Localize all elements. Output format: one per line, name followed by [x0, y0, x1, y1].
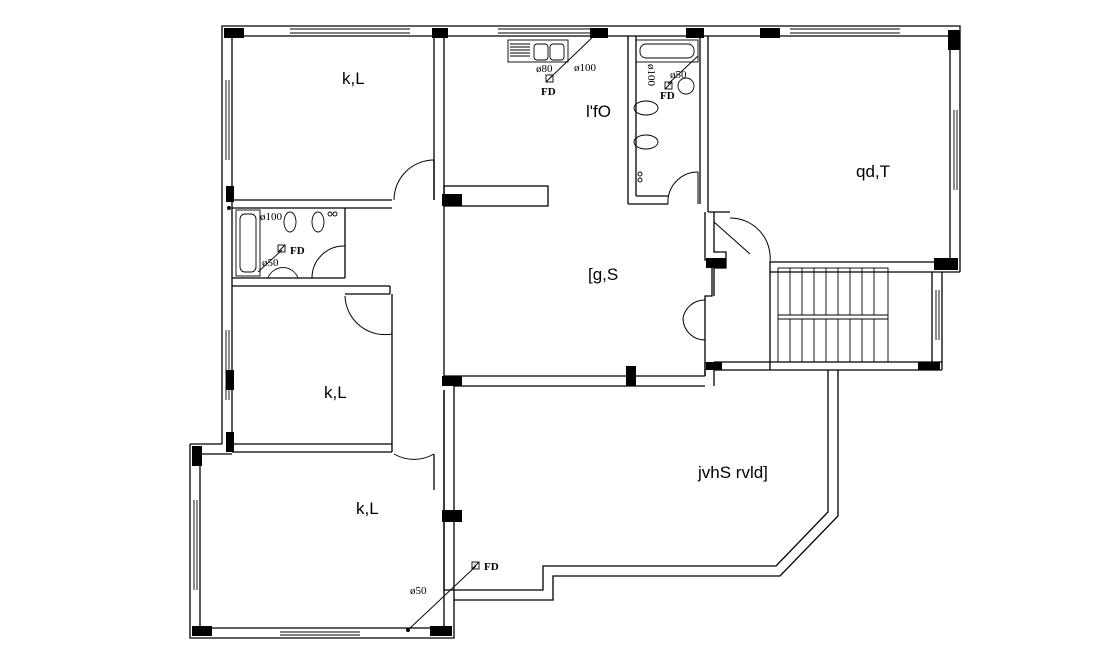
- room-label-bedroom-bottom-left: k,L: [356, 499, 379, 518]
- room-label-bedroom-right: qd,T: [856, 162, 890, 181]
- windows: [193, 28, 958, 636]
- pipe-label-bath-left-small: ø50: [262, 257, 279, 269]
- toilet-right: [633, 77, 695, 183]
- drain-lines: [227, 30, 958, 632]
- exterior-walls: [189, 25, 961, 639]
- room-label-terrace: jvhS rvld]: [697, 463, 768, 482]
- terrace-outline: [443, 370, 839, 601]
- bathtub-left: [235, 209, 338, 279]
- structural-columns: [192, 28, 960, 636]
- fd-label-bath-left: FD: [290, 245, 305, 257]
- staircase: [777, 267, 889, 363]
- pipe-label-kitchen-sink: ø80: [536, 63, 553, 75]
- fd-label-bath-right: FD: [660, 90, 675, 102]
- doors: [311, 159, 771, 490]
- kitchen-sink: [507, 39, 569, 63]
- pipe-label-bath-left-large: ø100: [260, 211, 283, 223]
- pipe-label-kitchen-drain: ø100: [574, 62, 597, 74]
- fd-label-terrace: FD: [484, 561, 499, 573]
- room-label-bedroom-top-left: k,L: [342, 69, 365, 88]
- interior-walls: [232, 36, 960, 490]
- bathtub-right: [635, 39, 699, 63]
- floor-drain-markers: [277, 74, 673, 570]
- fd-label-kitchen: FD: [541, 86, 556, 98]
- room-label-kitchen: l'fO: [586, 102, 611, 121]
- pipe-label-terrace: ø50: [410, 585, 427, 597]
- pipe-label-bath-right-large: ø100: [645, 64, 657, 87]
- room-label-living: [g,S: [588, 265, 618, 284]
- room-label-bedroom-mid-left: k,L: [324, 383, 347, 402]
- pipe-label-bath-right-small: ø50: [670, 69, 687, 81]
